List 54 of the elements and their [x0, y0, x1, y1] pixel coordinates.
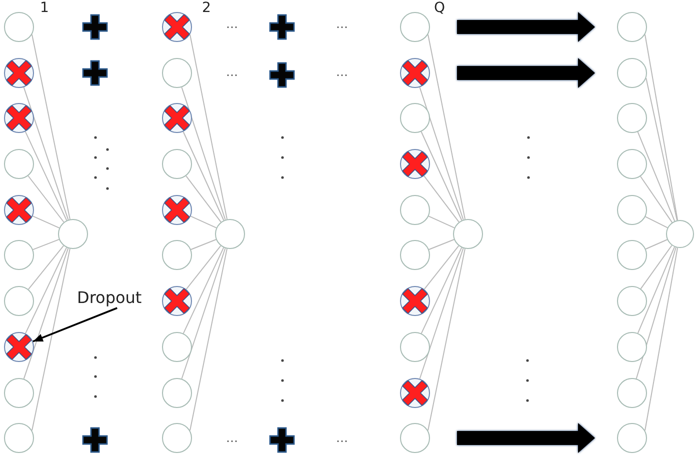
column-label: 2 [202, 0, 211, 16]
connection-line [419, 248, 464, 380]
connection-line [182, 247, 224, 334]
connection-line [190, 239, 217, 250]
connection-line [24, 131, 68, 221]
connection-line [428, 248, 466, 431]
ellipsis-text: ⋯ [226, 21, 238, 33]
block-arrow [457, 58, 595, 88]
ellipsis-text: ⋯ [336, 21, 348, 33]
connection-line [32, 34, 70, 220]
connection-line [424, 175, 460, 223]
connection-line [640, 176, 673, 223]
connection-line [181, 86, 226, 220]
connection-line [636, 246, 676, 380]
connection-line [644, 247, 678, 431]
connection-line [23, 248, 69, 380]
column-label: Q [434, 0, 446, 16]
connection-line [32, 216, 60, 228]
ellipsis-text: ⋯ [336, 435, 348, 447]
ellipsis-text: ⋯ [336, 69, 348, 81]
connection-line [428, 34, 466, 220]
block-arrow [457, 12, 595, 42]
connection-line [186, 245, 222, 290]
connection-line [28, 245, 64, 290]
connection-line [190, 34, 228, 220]
connection-line [640, 244, 672, 290]
connection-line [644, 216, 668, 228]
connection-line [644, 34, 678, 221]
connection-line [637, 131, 676, 222]
leader-arrow [32, 307, 118, 342]
ellipsis-text: ⋯ [226, 69, 238, 81]
connection-line [428, 216, 455, 228]
connection-line [420, 247, 462, 334]
connection-line [28, 175, 64, 223]
connection-line [428, 239, 455, 250]
annotation-text: Dropout [77, 288, 142, 308]
column-label: 1 [40, 0, 49, 16]
connection-line [182, 131, 224, 221]
connection-line [637, 246, 676, 334]
connection-line [190, 216, 217, 228]
connection-line [24, 247, 68, 334]
connection-line [32, 248, 70, 431]
ellipsis-text: ⋯ [226, 435, 238, 447]
connection-line [419, 86, 464, 220]
connection-line [23, 86, 69, 220]
connection-line [645, 239, 668, 250]
connection-line [186, 175, 222, 223]
connection-line [424, 245, 460, 290]
connection-line [190, 248, 228, 431]
connection-line [420, 131, 462, 221]
connection-line [32, 238, 60, 250]
connection-line [646, 78, 678, 221]
block-arrow [457, 423, 595, 453]
connection-line [181, 248, 226, 380]
